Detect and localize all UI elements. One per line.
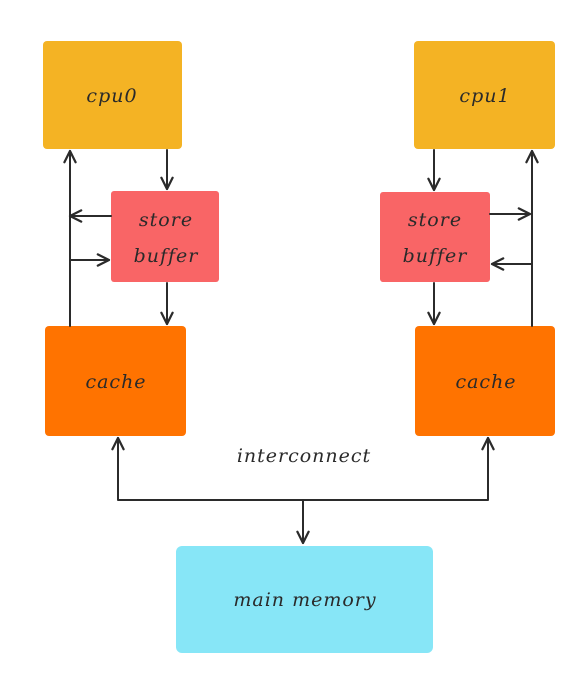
store-buffer-left-label-line2: buffer (134, 245, 200, 267)
store-buffer-left-label-line1: store (139, 209, 193, 231)
cache-left-label: cache (85, 371, 146, 393)
cache-right-box (415, 326, 555, 436)
cache-right-label: cache (455, 371, 516, 393)
cpu0-box (43, 41, 182, 149)
cache-left-box (45, 326, 186, 436)
cpu1-label: cpu1 (459, 85, 510, 107)
store-buffer-right-label-line2: buffer (403, 245, 469, 267)
cpu1-box (414, 41, 555, 149)
main-memory-box (176, 546, 433, 653)
main-memory-label: main memory (233, 589, 376, 611)
store-buffer-right-box (380, 192, 490, 282)
store-buffer-right-label-line1: store (408, 209, 462, 231)
cpu0-label: cpu0 (86, 85, 137, 107)
interconnect-label: interconnect (237, 445, 371, 467)
store-buffer-left-box (111, 191, 219, 282)
